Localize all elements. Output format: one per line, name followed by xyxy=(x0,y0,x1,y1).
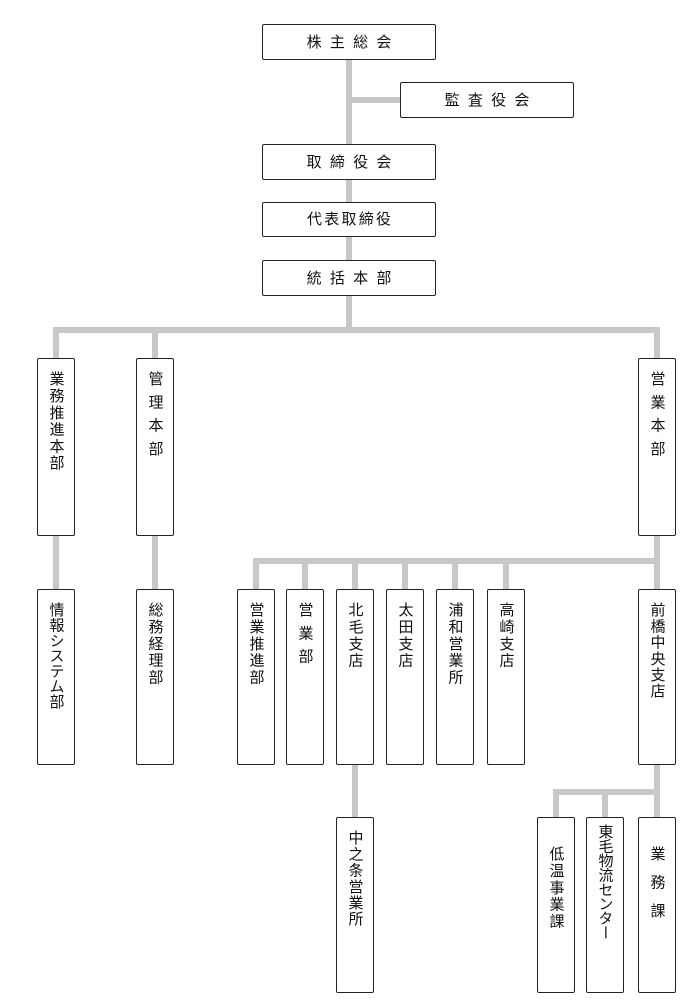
shareholders-meeting-label: 株主総会 xyxy=(306,32,400,51)
takasaki-branch-label: 高崎支店 xyxy=(497,602,516,670)
connector-line xyxy=(253,558,654,564)
tomo-logistics-center-box: 東毛物流センター xyxy=(586,817,624,993)
kitamo-branch-box: 北毛支店 xyxy=(336,589,374,765)
sales-promotion-dept-label: 営業推進部 xyxy=(247,602,266,686)
information-systems-dept-label: 情報システム部 xyxy=(47,602,66,710)
connector-line xyxy=(553,789,654,795)
connector-line xyxy=(53,536,59,589)
business-section-label: 業務課 xyxy=(648,846,667,932)
sales-hq-label: 営業本部 xyxy=(648,371,667,464)
general-affairs-accounting-dept-box: 総務経理部 xyxy=(136,589,174,765)
connector-line xyxy=(452,564,458,589)
connector-line xyxy=(352,564,358,589)
administration-hq-box: 管理本部 xyxy=(136,358,174,536)
connector-line xyxy=(346,60,352,144)
general-headquarters-label: 統括本部 xyxy=(306,268,400,287)
sales-dept-box: 営業部 xyxy=(286,589,324,765)
urawa-sales-office-box: 浦和営業所 xyxy=(436,589,474,765)
nakanojo-sales-office-box: 中之条営業所 xyxy=(336,817,374,993)
kitamo-branch-label: 北毛支店 xyxy=(346,602,365,670)
connector-line xyxy=(602,795,608,817)
connector-line xyxy=(152,333,158,358)
general-headquarters-box: 統括本部 xyxy=(262,260,436,296)
urawa-sales-office-label: 浦和営業所 xyxy=(446,602,465,686)
connector-line xyxy=(346,237,352,260)
information-systems-dept-box: 情報システム部 xyxy=(37,589,75,765)
connector-line xyxy=(654,765,660,817)
connector-line xyxy=(553,795,559,817)
connector-line xyxy=(53,333,59,358)
connector-line xyxy=(402,564,408,589)
business-promotion-hq-label: 業務推進本部 xyxy=(47,371,66,472)
connector-line xyxy=(352,97,400,103)
audit-board-box: 監査役会 xyxy=(400,82,574,118)
ota-branch-box: 太田支店 xyxy=(386,589,424,765)
sales-promotion-dept-box: 営業推進部 xyxy=(237,589,275,765)
connector-line xyxy=(346,296,352,327)
connector-line xyxy=(302,564,308,589)
low-temp-business-section-label: 低温事業課 xyxy=(547,846,566,930)
maebashi-central-branch-label: 前橋中央支店 xyxy=(648,602,667,700)
connector-line xyxy=(503,564,509,589)
sales-hq-box: 営業本部 xyxy=(638,358,676,536)
connector-line xyxy=(152,536,158,589)
connector-line xyxy=(352,765,358,817)
connector-line xyxy=(346,180,352,202)
board-of-directors-label: 取締役会 xyxy=(306,152,400,171)
general-affairs-accounting-dept-label: 総務経理部 xyxy=(146,602,165,686)
takasaki-branch-box: 高崎支店 xyxy=(487,589,525,765)
nakanojo-sales-office-label: 中之条営業所 xyxy=(346,830,365,928)
business-section-box: 業務課 xyxy=(638,817,676,993)
tomo-logistics-center-label: 東毛物流センター xyxy=(596,824,615,940)
connector-line xyxy=(654,536,660,589)
representative-director-box: 代表取締役 xyxy=(262,202,436,237)
business-promotion-hq-box: 業務推進本部 xyxy=(37,358,75,536)
ota-branch-label: 太田支店 xyxy=(396,602,415,670)
sales-dept-label: 営業部 xyxy=(296,602,315,672)
low-temp-business-section-box: 低温事業課 xyxy=(537,817,575,993)
connector-line xyxy=(253,564,259,589)
administration-hq-label: 管理本部 xyxy=(146,371,165,464)
maebashi-central-branch-box: 前橋中央支店 xyxy=(638,589,676,765)
representative-director-label: 代表取締役 xyxy=(306,210,394,228)
connector-line xyxy=(53,327,660,333)
shareholders-meeting-box: 株主総会 xyxy=(262,24,436,60)
connector-line xyxy=(654,333,660,358)
board-of-directors-box: 取締役会 xyxy=(262,144,436,180)
audit-board-label: 監査役会 xyxy=(444,90,538,109)
